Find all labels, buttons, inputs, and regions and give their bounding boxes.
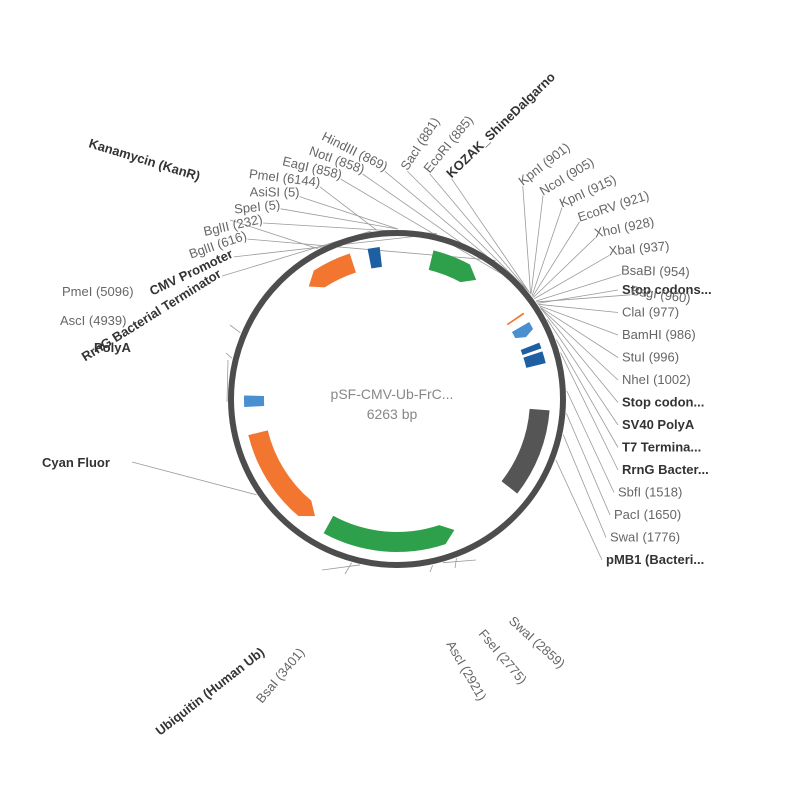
label-leader-lines	[131, 170, 631, 575]
right-label[interactable]: SwaI (1776)	[610, 530, 680, 545]
left-label[interactable]: Cyan Fluor	[42, 455, 110, 470]
right-label[interactable]: SbfI (1518)	[618, 485, 682, 500]
left-leader	[226, 359, 229, 402]
left-leader	[225, 352, 233, 359]
right-label[interactable]: PacI (1650)	[614, 507, 681, 522]
top-leader	[530, 195, 544, 295]
feature-pmb1[interactable]	[501, 408, 550, 494]
top-leader	[535, 274, 622, 302]
right-leader	[566, 390, 615, 493]
bottom-leader	[429, 565, 434, 573]
feature-sv40-polya[interactable]	[511, 321, 534, 339]
plasmid-name: pSF-CMV-Ub-FrC...	[331, 386, 454, 402]
feature-rrng-term-left[interactable]	[367, 246, 382, 269]
feature-kanr[interactable]	[308, 253, 356, 288]
bottom-leader	[344, 562, 352, 575]
left-label[interactable]: PolyA	[94, 340, 131, 355]
right-label[interactable]: StuI (996)	[622, 350, 679, 365]
top-leader	[534, 255, 610, 300]
feature-labels: Stop codons... ClaI (977) BamHI (986) StuI …	[42, 69, 712, 738]
right-leader	[538, 303, 619, 313]
feature-stop-codons-1[interactable]	[506, 312, 525, 326]
left-label[interactable]: PmeI (5096)	[62, 284, 134, 299]
top-leader	[522, 186, 531, 294]
bottom-leader	[454, 558, 457, 569]
top-leader	[340, 178, 527, 289]
feature-arcs	[244, 246, 550, 553]
top-leader	[407, 170, 529, 292]
top-leader	[319, 186, 377, 231]
left-leader	[131, 461, 257, 496]
right-leader	[555, 459, 603, 561]
right-label[interactable]: ClaI (977)	[622, 305, 679, 320]
right-leader	[538, 305, 619, 336]
right-label[interactable]: pMB1 (Bacteri...	[606, 552, 704, 567]
right-label[interactable]: SV40 PolyA	[622, 417, 695, 432]
bottom-leader	[321, 564, 361, 571]
right-leader	[540, 308, 619, 403]
bottom-label[interactable]: AscI (2921)	[443, 638, 489, 703]
right-label[interactable]: BamHI (986)	[622, 327, 696, 342]
right-label[interactable]: Stop codon...	[622, 395, 704, 410]
top-label[interactable]: XhoI (928)	[593, 214, 655, 241]
right-leader	[560, 352, 619, 471]
left-leader	[229, 324, 241, 334]
top-leader	[299, 196, 398, 230]
top-leader	[536, 294, 631, 303]
left-label[interactable]: AscI (4939)	[60, 313, 126, 328]
right-leader	[540, 307, 619, 381]
right-label[interactable]: Stop codons...	[622, 282, 712, 297]
top-leader	[532, 221, 580, 297]
plasmid-size: 6263 bp	[367, 406, 418, 422]
top-label[interactable]: XbaI (937)	[608, 238, 670, 258]
right-label[interactable]: RrnG Bacter...	[622, 462, 709, 477]
feature-cmv-promoter[interactable]	[428, 250, 477, 283]
right-leader	[562, 434, 607, 538]
left-label[interactable]: Kanamycin (KanR)	[87, 136, 202, 184]
right-leader	[555, 339, 619, 448]
feature-t7-term[interactable]	[520, 342, 542, 356]
top-leader	[429, 173, 530, 292]
plasmid-backbone	[228, 230, 566, 568]
right-label[interactable]: NheI (1002)	[622, 372, 691, 387]
feature-cyan-fluor[interactable]	[248, 430, 316, 517]
top-label[interactable]: AsiSI (5)	[250, 184, 300, 199]
right-leader	[539, 306, 619, 358]
right-leader	[546, 319, 619, 426]
top-leader	[531, 207, 563, 296]
bottom-leader	[442, 559, 477, 564]
top-leader	[451, 178, 530, 293]
top-label[interactable]: SpeI (5)	[233, 197, 281, 217]
left-leader	[229, 219, 318, 249]
top-label[interactable]: BsaBI (954)	[621, 263, 690, 280]
feature-polya[interactable]	[244, 395, 265, 408]
bottom-label[interactable]: Ubiquitin (Human Ub)	[153, 644, 268, 738]
right-label[interactable]: T7 Termina...	[622, 440, 701, 455]
feature-ubiquitin[interactable]	[323, 515, 455, 553]
right-leader	[566, 413, 611, 516]
top-leader	[280, 208, 398, 230]
feature-rrng-term-right[interactable]	[523, 351, 546, 368]
top-leader	[533, 237, 596, 298]
